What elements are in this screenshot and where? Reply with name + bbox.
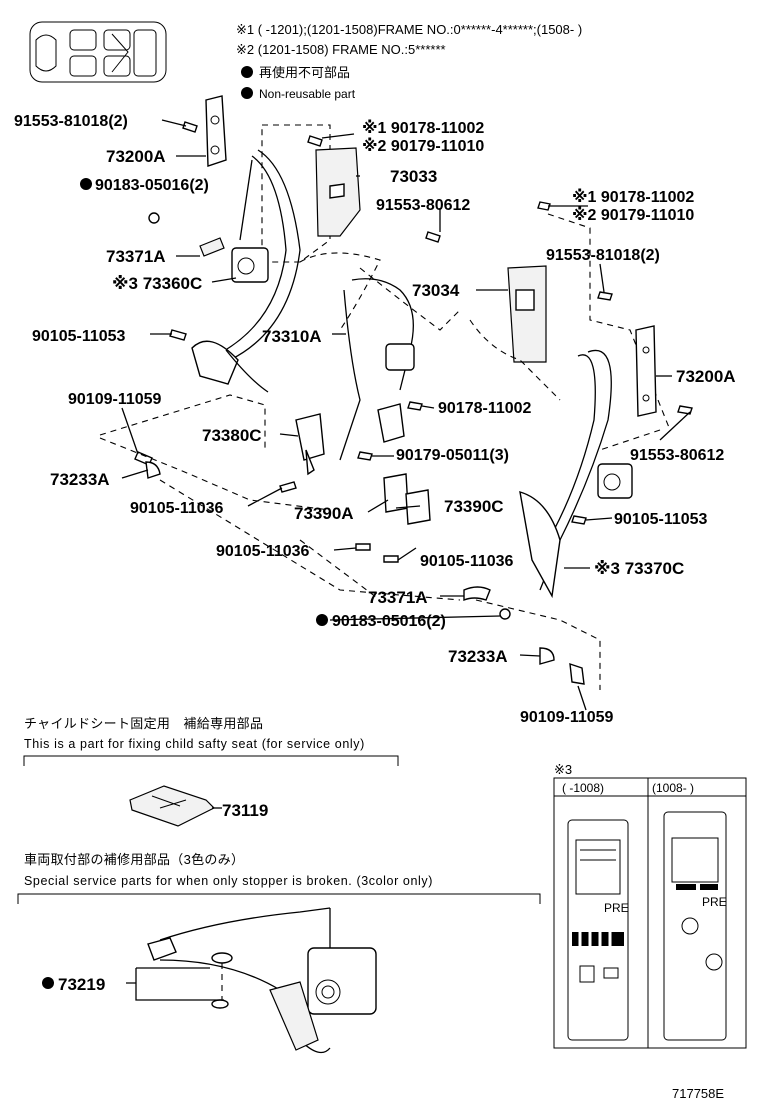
callout-73233a[interactable]: 73233A — [50, 470, 110, 489]
callout-73371a[interactable]: 73371A — [106, 247, 166, 266]
note-1: ※1 ( -1201);(1201-1508)FRAME NO.:0******… — [236, 22, 582, 37]
note-2: ※2 (1201-1508) FRAME NO.:5****** — [236, 42, 446, 57]
callout-73390c[interactable]: 73390C — [444, 497, 504, 516]
child-seat-anchor-part — [129, 785, 216, 827]
callout-90105-11053[interactable]: 90105-11053 — [32, 328, 126, 345]
callout-90179-05011[interactable]: 90179-05011(3) — [396, 447, 509, 464]
callout-91553-81018-b[interactable]: 91553-81018(2) — [546, 247, 660, 264]
callout-73233a-b[interactable]: 73233A — [448, 647, 508, 666]
center-seatbelt-assembly — [279, 135, 561, 601]
callout-90178-11002[interactable]: ※1 90178-11002 — [362, 119, 484, 137]
legend-ja: 再使用不可部品 — [259, 65, 350, 80]
callout-91553-80612-b[interactable]: 91553-80612 — [630, 447, 724, 464]
inset-left-header: ( -1008) — [562, 781, 604, 795]
diagram-code: 717758E — [672, 1086, 724, 1101]
callout-73034[interactable]: 73034 — [412, 281, 460, 300]
inset-pre-label-left: PRE — [604, 901, 629, 915]
inset-retractor-comparison — [553, 777, 747, 1049]
callout-90183-05016[interactable]: 90183-05016(2) — [95, 177, 209, 194]
callout-91553-80612[interactable]: 91553-80612 — [376, 197, 470, 214]
legend-en: Non-reusable part — [259, 87, 356, 101]
callout-73390a[interactable]: 73390A — [294, 504, 354, 523]
non-reusable-dot-icon — [241, 87, 253, 99]
callout-90105-11053-b[interactable]: 90105-11053 — [614, 511, 708, 528]
callout-73310a[interactable]: 73310A — [262, 327, 322, 346]
callout-90183-05016-b[interactable]: 90183-05016(2) — [332, 613, 446, 630]
inset-right-header: (1008- ) — [652, 781, 694, 795]
stopper-title-ja: 車両取付部の補修用部品（3色のみ） — [24, 852, 244, 867]
right-seatbelt-assembly — [463, 201, 693, 690]
callout-73380c[interactable]: 73380C — [202, 426, 262, 445]
callout-73033[interactable]: 73033 — [390, 167, 437, 186]
callout-73371a-b[interactable]: 73371A — [368, 588, 428, 607]
left-seatbelt-assembly — [99, 95, 461, 601]
callout-90109-11059[interactable]: 90109-11059 — [68, 391, 162, 408]
callout-90179-11010[interactable]: ※2 90179-11010 — [362, 137, 484, 155]
callout-90178-11002-b[interactable]: 90178-11002 — [438, 400, 532, 417]
callout-90105-11036-c[interactable]: 90105-11036 — [420, 553, 514, 570]
callout-90179-11010-b[interactable]: ※2 90179-11010 — [572, 206, 694, 224]
child-seat-title-en: This is a part for fixing child safty se… — [24, 737, 365, 751]
non-reusable-dot-icon — [316, 614, 328, 626]
leader-lines — [121, 119, 691, 711]
vehicle-seat-icon — [29, 21, 167, 83]
non-reusable-dot-icon — [42, 977, 54, 989]
non-reusable-dot-icon — [241, 66, 253, 78]
callout-73119[interactable]: 73119 — [222, 801, 268, 820]
callout-90178-11002-c[interactable]: ※1 90178-11002 — [572, 188, 694, 206]
stopper-belt-drawing — [147, 907, 377, 1054]
callout-90105-11036-b[interactable]: 90105-11036 — [216, 543, 310, 560]
callout-91553-81018[interactable]: 91553-81018(2) — [14, 113, 128, 130]
callout-73370c[interactable]: ※3 73370C — [594, 559, 684, 578]
stopper-title-en: Special service parts for when only stop… — [24, 874, 433, 888]
callout-73219[interactable]: 73219 — [58, 975, 105, 994]
callout-90109-11059-b[interactable]: 90109-11059 — [520, 709, 614, 726]
callout-90105-11036[interactable]: 90105-11036 — [130, 500, 224, 517]
inset-mark: ※3 — [554, 762, 572, 777]
callout-73200a-b[interactable]: 73200A — [676, 367, 736, 386]
child-seat-title-ja: チャイルドシート固定用 補給専用部品 — [24, 716, 263, 731]
inset-pre-label-right: PRE — [702, 895, 727, 909]
callout-73200a[interactable]: 73200A — [106, 147, 166, 166]
callout-73360c[interactable]: ※3 73360C — [112, 274, 202, 293]
non-reusable-dot-icon — [80, 178, 92, 190]
